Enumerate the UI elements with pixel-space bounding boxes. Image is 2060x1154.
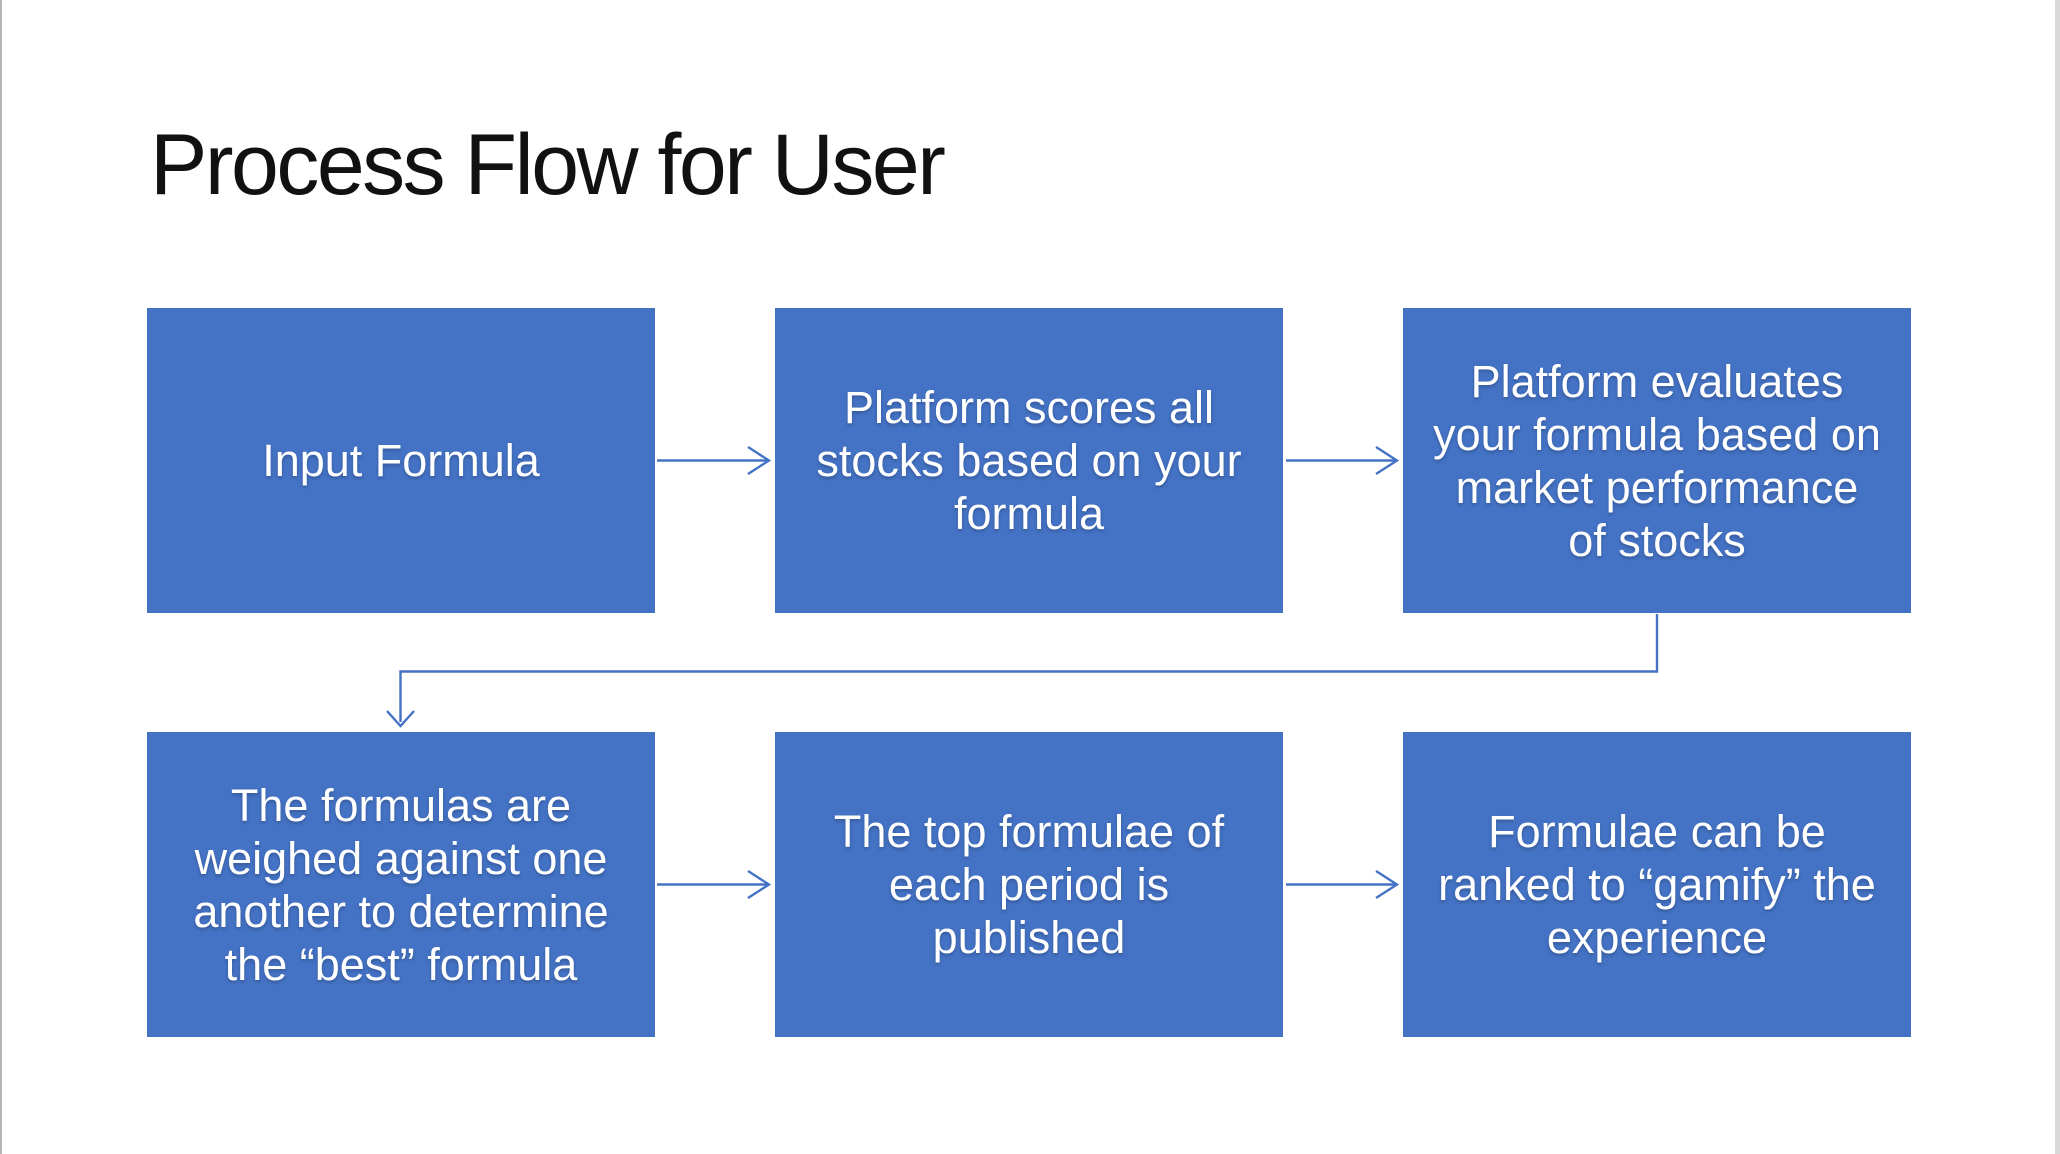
- flow-box-step4: The formulas are weighed against one ano…: [147, 732, 655, 1037]
- flow-box-step3-text: Platform evaluates your formula based on…: [1433, 355, 1881, 566]
- slide-title: Process Flow for User: [150, 117, 946, 213]
- flow-box-step5: The top formulae of each period is publi…: [775, 732, 1283, 1037]
- flow-box-step1: Input Formula: [147, 308, 655, 613]
- flow-box-step5-text: The top formulae of each period is publi…: [833, 806, 1225, 963]
- arrow-step5-to-step6: [1286, 869, 1400, 900]
- flow-box-step2: Platform scores all stocks based on your…: [775, 308, 1283, 613]
- flow-box-step1-text: Input Formula: [262, 435, 540, 486]
- flow-box-step3: Platform evaluates your formula based on…: [1403, 308, 1911, 613]
- arrow-step1-to-step2: [657, 445, 772, 476]
- left-edge-border: [0, 0, 2, 1154]
- right-edge-border: [2055, 0, 2060, 1154]
- elbow-connector-step3-to-step4: [386, 614, 1659, 728]
- flow-box-step6: Formulae can be ranked to “gamify” the e…: [1403, 732, 1911, 1037]
- flow-box-step6-text: Formulae can be ranked to “gamify” the e…: [1438, 806, 1876, 963]
- arrow-step2-to-step3: [1286, 445, 1400, 476]
- arrow-step4-to-step5: [657, 869, 772, 900]
- flow-box-step4-text: The formulas are weighed against one ano…: [193, 779, 609, 990]
- flow-box-step2-text: Platform scores all stocks based on your…: [816, 382, 1242, 539]
